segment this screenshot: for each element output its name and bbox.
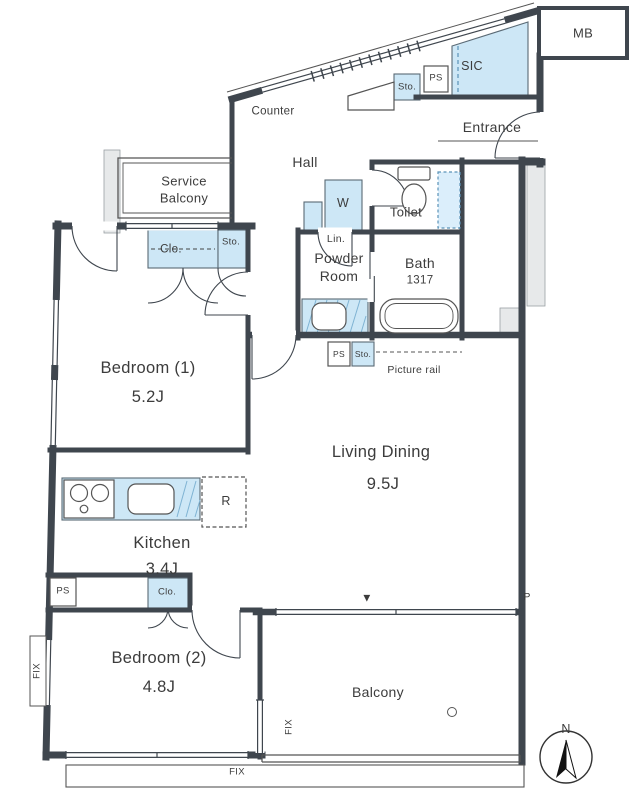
right-shaft-band <box>526 163 546 307</box>
powder-room-door <box>317 231 353 267</box>
room-label-service-balcony-2: Balcony <box>159 190 209 206</box>
bottom-slab <box>65 764 525 788</box>
label-closet-bedroom1: Clo. <box>160 243 182 256</box>
vanity-sink <box>311 302 347 331</box>
room-label-bath: Bath <box>405 255 435 271</box>
storage-bedroom1 <box>217 229 247 269</box>
room-label-kitchen: Kitchen <box>133 533 191 552</box>
label-pillar: P <box>523 590 531 603</box>
service-balcony-rail-inner <box>122 162 232 214</box>
room-label-hall: Hall <box>292 154 318 170</box>
living-door <box>251 334 297 380</box>
label-refrigerator: R <box>221 493 231 508</box>
refrigerator-space <box>201 476 247 528</box>
compass-needle-dark <box>556 740 566 778</box>
room-label-service-balcony-1: Service <box>161 173 207 189</box>
meter-box <box>537 6 629 60</box>
label-linen: Lin. <box>326 232 346 245</box>
burner-1 <box>69 483 89 503</box>
room-label-mb: MB <box>572 25 594 41</box>
service-balcony-door <box>71 225 118 272</box>
label-fix-bottom: FIX <box>229 766 245 778</box>
burner-3 <box>79 504 89 514</box>
label-ps-mid: PS <box>333 348 345 359</box>
burner-2 <box>90 483 110 503</box>
size-label-kitchen: 3.4J <box>145 559 179 578</box>
room-label-balcony: Balcony <box>352 684 404 700</box>
bathtub-inner <box>384 303 454 329</box>
label-ps-bottom: PS <box>56 585 70 597</box>
label-sto-mid: Sto. <box>354 348 372 359</box>
thin-outlines <box>29 2 538 788</box>
toilet-cabinet <box>437 171 461 229</box>
entrance-counter <box>347 81 395 111</box>
label-counter: Counter <box>251 105 295 118</box>
bedroom1-door <box>204 271 249 316</box>
balcony-entry-marker: ▼ <box>361 592 373 605</box>
bathtub <box>379 298 459 334</box>
left-shaft-band <box>103 149 121 234</box>
size-label-bedroom2: 4.8J <box>142 677 176 696</box>
closet-bedroom2 <box>147 577 189 609</box>
entrance-door <box>494 111 541 159</box>
room-label-bedroom1: Bedroom (1) <box>100 358 196 377</box>
window-lines <box>43 18 517 759</box>
eave-line <box>226 2 535 93</box>
label-ps-top: PS <box>429 72 443 84</box>
toilet-tank <box>397 166 431 181</box>
label-storage-bedroom1: Sto. <box>221 236 241 248</box>
balcony-drain <box>447 707 457 717</box>
slab-fills <box>103 149 546 337</box>
bath-sliding-door <box>369 252 375 302</box>
bedroom2-door <box>191 609 241 659</box>
pipe-space-top <box>423 65 449 93</box>
balcony-rail <box>261 754 521 763</box>
room-label-toilet: Toilet <box>389 204 423 220</box>
opening-gaps <box>42 16 545 760</box>
compass-north-label: N <box>561 721 571 736</box>
room-label-bedroom2: Bedroom (2) <box>111 648 207 667</box>
compass-needle-light <box>565 739 577 780</box>
size-label-bath: 1317 <box>406 274 434 287</box>
label-fix-mid: FIX <box>283 719 295 735</box>
door-swings <box>71 111 541 659</box>
closet1-doors <box>147 267 247 304</box>
toilet-bowl <box>401 183 427 215</box>
room-label-living-dining: Living Dining <box>331 442 431 461</box>
size-label-bedroom1: 5.2J <box>131 387 165 406</box>
label-picture-rail: Picture rail <box>387 363 441 376</box>
label-washer: W <box>336 195 350 210</box>
size-label-living-dining: 9.5J <box>366 474 400 493</box>
pipe-space-bottom <box>49 577 77 607</box>
pipe-space-mid <box>327 341 351 367</box>
kitchen-sink <box>127 483 175 515</box>
label-fix-left: FIX <box>31 663 43 679</box>
fixtures <box>49 65 461 607</box>
compass <box>539 730 593 784</box>
label-closet-bedroom2: Clo. <box>157 586 177 598</box>
room-label-sic: SIC <box>461 58 483 73</box>
room-label-powder-2: Room <box>319 268 359 284</box>
walls-thick-mid <box>246 331 526 616</box>
room-label-powder-1: Powder <box>314 250 364 266</box>
fix-bay-left <box>29 635 47 707</box>
closet2-doors <box>147 607 189 629</box>
label-sto-top: Sto. <box>397 81 417 93</box>
room-label-entrance: Entrance <box>462 119 522 135</box>
storage-mid-box <box>351 341 375 367</box>
service-balcony-rail <box>117 157 232 219</box>
